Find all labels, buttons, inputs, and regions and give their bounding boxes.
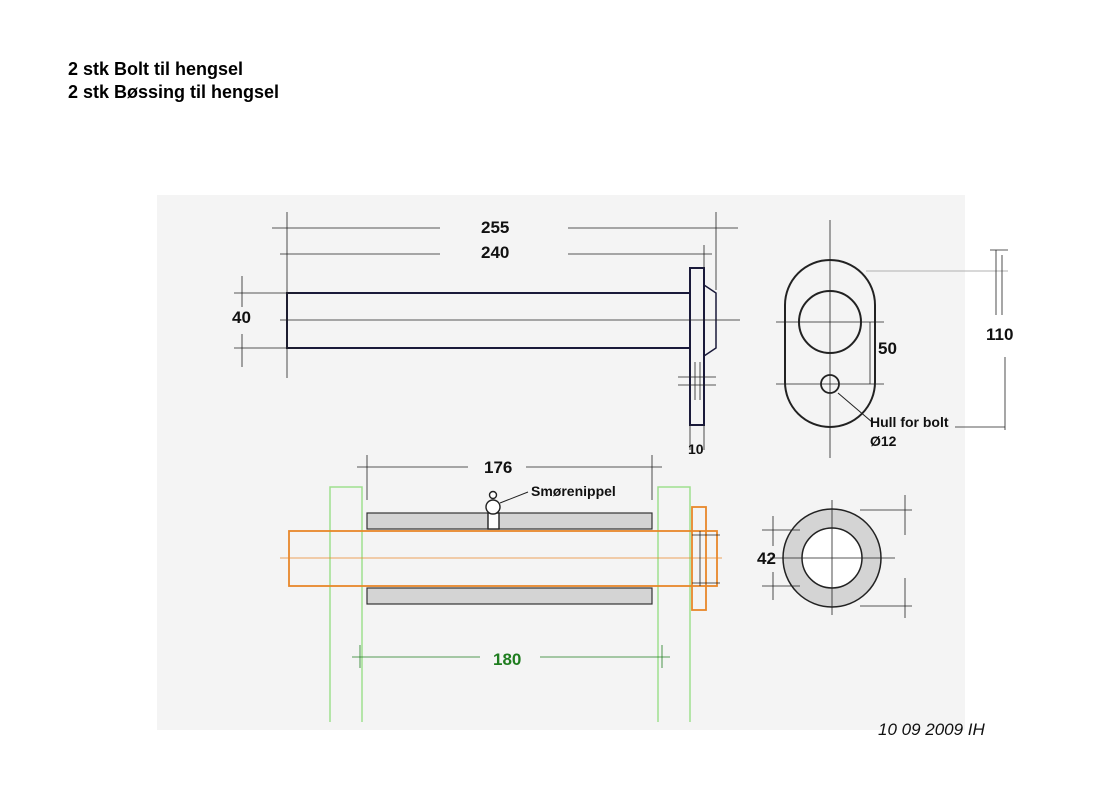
hole-note: Hull for bolt: [870, 414, 949, 430]
bushing-bolt-marks: [692, 531, 720, 586]
ring-dimension-lines: [762, 495, 912, 618]
dim-plate-height: 110: [986, 325, 1013, 344]
dim-line-176: [357, 455, 662, 500]
date-signature: 10 09 2009 IH: [878, 720, 985, 739]
bushing-bolt-shaft: [288, 530, 718, 587]
title-line-2: 2 stk Bøssing til hengsel: [68, 82, 280, 102]
bolt-weld: [703, 284, 717, 357]
dim-plate-thickness: 10: [688, 441, 704, 457]
dim-shaft-diameter: 40: [232, 308, 251, 327]
dim-line-180: [352, 645, 670, 668]
sleeve-bottom: [366, 587, 653, 605]
dim-shaft-length: 240: [481, 243, 509, 262]
dim-span: 180: [493, 650, 521, 669]
bushing-bolt: [280, 506, 722, 611]
hole-size: Ø12: [870, 433, 897, 449]
sleeve-bushings: [366, 512, 653, 605]
dim-total-length: 255: [481, 218, 509, 237]
bushing-bolt-plate: [691, 506, 707, 611]
bolt-plate-front-view: [776, 220, 1008, 458]
dim-hole-spacing: 50: [878, 339, 897, 358]
bolt-shaft: [286, 292, 691, 349]
grease-nipple-icon: [485, 490, 529, 530]
support-frame: [329, 486, 691, 722]
nipple-label: Smørenippel: [531, 483, 616, 499]
dim-outer-diameter: 42: [757, 549, 776, 568]
title-line-1: 2 stk Bolt til hengsel: [68, 59, 244, 79]
sleeve-top: [366, 512, 653, 530]
bolt-head-plate: [689, 267, 705, 426]
bushing-ring-view: [770, 500, 895, 615]
dim-sleeve-length: 176: [484, 458, 512, 477]
bolt-dimension-lines: [234, 212, 738, 450]
plate-outline: [784, 259, 876, 428]
bolt-side-view: [280, 267, 740, 426]
